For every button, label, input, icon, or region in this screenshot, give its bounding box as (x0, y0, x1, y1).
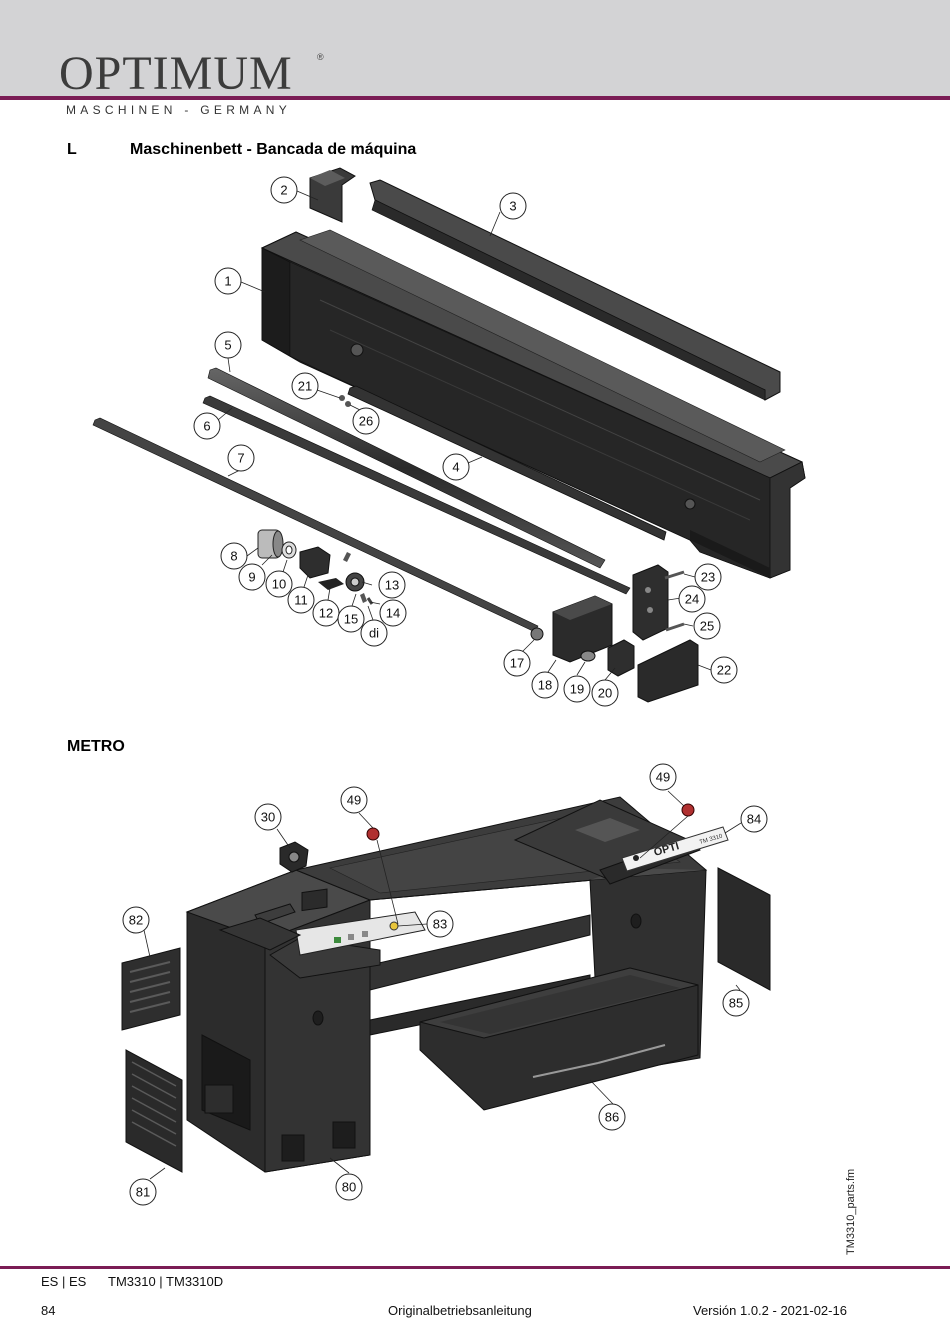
callout-24: 24 (679, 586, 705, 612)
svg-text:24: 24 (685, 592, 699, 607)
callout-19: 19 (564, 676, 590, 702)
callout-8: 8 (221, 543, 247, 569)
callout-17: 17 (504, 650, 530, 676)
svg-text:22: 22 (717, 663, 731, 678)
svg-text:10: 10 (272, 577, 286, 592)
svg-text:23: 23 (701, 570, 715, 585)
callout-3: 3 (500, 193, 526, 219)
callout-23: 23 (695, 564, 721, 590)
footer-language: ES | ES (41, 1274, 86, 1289)
svg-text:9: 9 (248, 570, 255, 585)
source-filename: TM3310_parts.fm (845, 1169, 857, 1255)
svg-text:2: 2 (280, 183, 287, 198)
footer-document-name: Originalbetriebsanleitung (388, 1303, 532, 1318)
svg-text:21: 21 (298, 379, 312, 394)
svg-text:4: 4 (452, 460, 459, 475)
callout-12: 12 (313, 600, 339, 626)
footer-model: TM3310 | TM3310D (108, 1274, 223, 1289)
svg-text:20: 20 (598, 686, 612, 701)
callout-80: 80 (336, 1174, 362, 1200)
svg-text:3: 3 (509, 199, 516, 214)
svg-text:81: 81 (136, 1185, 150, 1200)
callout-4: 4 (443, 454, 469, 480)
svg-text:12: 12 (319, 606, 333, 621)
callout-7: 7 (228, 445, 254, 471)
callout-25: 25 (694, 613, 720, 639)
svg-text:85: 85 (729, 996, 743, 1011)
svg-text:17: 17 (510, 656, 524, 671)
callout-21: 21 (292, 373, 318, 399)
callout-85: 85 (723, 990, 749, 1016)
callout-18: 18 (532, 672, 558, 698)
callout-82: 82 (123, 907, 149, 933)
callout-14: 14 (380, 600, 406, 626)
callout-di: di (361, 620, 387, 646)
callout-49-left: 49 (341, 787, 367, 813)
svg-text:7: 7 (237, 451, 244, 466)
callout-30: 30 (255, 804, 281, 830)
svg-text:19: 19 (570, 682, 584, 697)
callout-26: 26 (353, 408, 379, 434)
callout-1: 1 (215, 268, 241, 294)
svg-text:14: 14 (386, 606, 400, 621)
callout-84: 84 (741, 806, 767, 832)
svg-text:84: 84 (747, 812, 761, 827)
svg-text:1: 1 (224, 274, 231, 289)
callout-15: 15 (338, 606, 364, 632)
callout-13: 13 (379, 572, 405, 598)
svg-text:80: 80 (342, 1180, 356, 1195)
svg-text:di: di (369, 626, 379, 641)
svg-text:11: 11 (294, 593, 308, 608)
svg-text:30: 30 (261, 810, 275, 825)
callout-22: 22 (711, 657, 737, 683)
svg-text:26: 26 (359, 414, 373, 429)
svg-text:6: 6 (203, 419, 210, 434)
callout-2: 2 (271, 177, 297, 203)
svg-text:49: 49 (656, 770, 670, 785)
callout-49-right: 49 (650, 764, 676, 790)
svg-text:82: 82 (129, 913, 143, 928)
callout-5: 5 (215, 332, 241, 358)
callout-83: 83 (427, 911, 453, 937)
svg-text:18: 18 (538, 678, 552, 693)
svg-text:13: 13 (385, 578, 399, 593)
callout-9: 9 (239, 564, 265, 590)
svg-text:83: 83 (433, 917, 447, 932)
footer-rule (0, 1266, 950, 1269)
svg-text:8: 8 (230, 549, 237, 564)
callout-11: 11 (288, 587, 314, 613)
callout-86: 86 (599, 1104, 625, 1130)
svg-text:25: 25 (700, 619, 714, 634)
svg-text:86: 86 (605, 1110, 619, 1125)
callout-10: 10 (266, 571, 292, 597)
callout-20: 20 (592, 680, 618, 706)
callout-81: 81 (130, 1179, 156, 1205)
machine-stand-illustration: OPTI TM 3310 (122, 797, 770, 1172)
footer-page-number: 84 (41, 1303, 55, 1318)
svg-text:49: 49 (347, 793, 361, 808)
callout-6: 6 (194, 413, 220, 439)
svg-text:15: 15 (344, 612, 358, 627)
svg-text:5: 5 (224, 338, 231, 353)
footer-version: Versión 1.0.2 - 2021-02-16 (693, 1303, 847, 1318)
